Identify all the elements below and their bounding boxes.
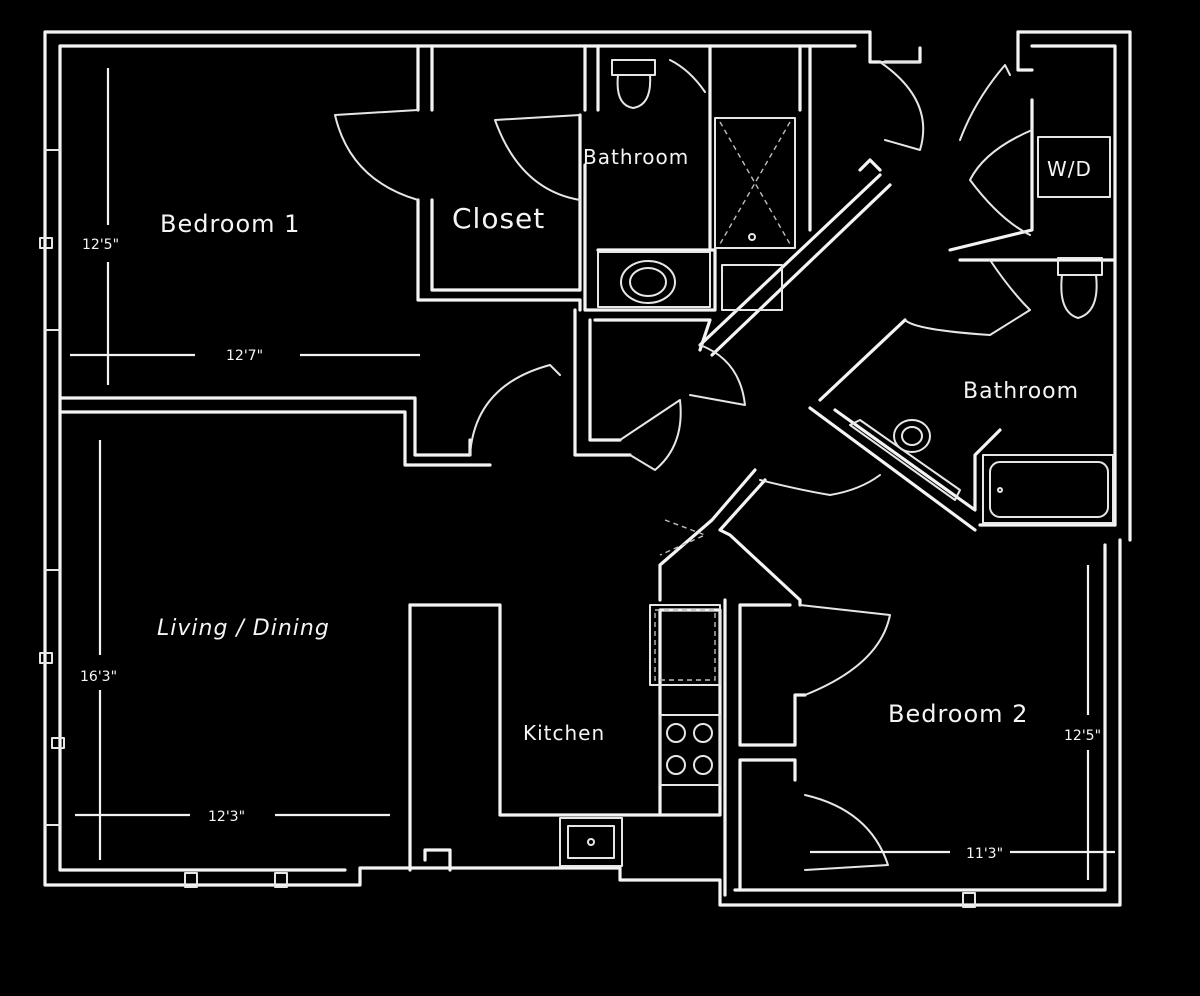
sink-top [620, 260, 676, 304]
dimension-labels: 12'5" 12'7" 16'3" 12'3" 12'5" 11'3" [80, 237, 1101, 862]
dim-bedroom2-width: 11'3" [966, 846, 1003, 862]
dim-bedroom1-height: 12'5" [82, 237, 119, 253]
shower [714, 117, 796, 249]
interior-walls [58, 44, 1117, 897]
label-wd: W/D [1047, 157, 1092, 181]
label-closet: Closet [452, 202, 545, 235]
washer-dryer [1037, 136, 1111, 198]
toilet-right [1057, 257, 1103, 319]
label-kitchen: Kitchen [523, 721, 605, 745]
label-bathroom-top: Bathroom [583, 145, 689, 169]
label-living-dining: Living / Dining [157, 616, 330, 641]
label-bedroom-1: Bedroom 1 [160, 210, 300, 238]
kitchen-sink [559, 817, 623, 867]
room-labels: Bedroom 1 Closet Bathroom W/D Bathroom L… [157, 145, 1092, 745]
dim-living-width: 12'3" [208, 809, 245, 825]
fixtures [559, 59, 1114, 867]
label-bedroom-2: Bedroom 2 [888, 700, 1028, 728]
refrigerator [649, 604, 721, 686]
stove [659, 714, 721, 786]
dim-bedroom2-height: 12'5" [1064, 728, 1101, 744]
toilet-top [611, 59, 656, 109]
label-bathroom-right: Bathroom [963, 379, 1079, 404]
dim-living-height: 16'3" [80, 669, 117, 685]
sink-right [893, 419, 931, 453]
dimension-lines [70, 68, 1115, 880]
dim-bedroom1-width: 12'7" [226, 348, 263, 364]
door-swings [334, 59, 1033, 871]
bathtub [982, 454, 1114, 524]
